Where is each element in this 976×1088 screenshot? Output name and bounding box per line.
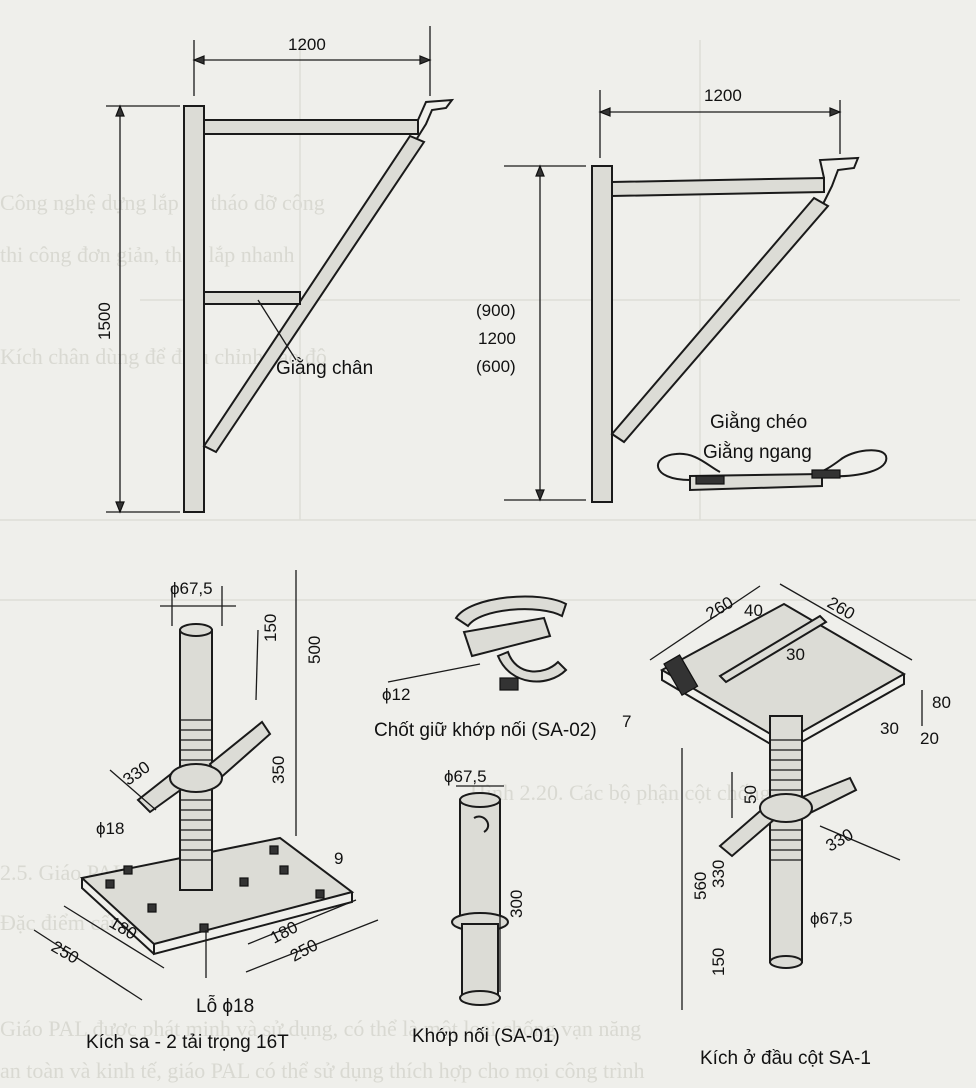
background-bleed: Công nghệ dựng lắp và tháo dỡ công thi c… xyxy=(0,40,976,1083)
label-giang-ngang: Giằng ngang xyxy=(703,441,812,463)
label-lo-phi18: Lỗ ϕ18 xyxy=(196,995,254,1017)
dim-head-50: 50 xyxy=(741,785,760,804)
dim-head-30b: 30 xyxy=(880,719,899,738)
dim-jack-250a: 250 xyxy=(48,937,82,968)
dim-jack-500: 500 xyxy=(305,636,324,664)
label-jack-base: Kích sa - 2 tải trọng 16T xyxy=(86,1032,289,1053)
dim-1200-a: 1200 xyxy=(288,35,326,54)
dim-jack-350: 350 xyxy=(269,756,288,784)
label-head-jack: Kích ở đầu cột SA-1 xyxy=(700,1048,871,1069)
bracket-2-dims: 1200 (900) 1200 (600) Giằng chéo Giằng n… xyxy=(476,86,842,502)
pin-sa02 xyxy=(454,595,568,691)
dim-600: (600) xyxy=(476,357,516,376)
bracket-1 xyxy=(183,98,455,513)
label-coupler: Khớp nối (SA-01) xyxy=(412,1026,560,1047)
dim-head-150: 150 xyxy=(709,948,728,976)
dim-jack-150: 150 xyxy=(261,614,280,642)
dim-coupler-phi: ϕ67,5 xyxy=(444,767,487,786)
dim-head-80: 80 xyxy=(932,693,951,712)
dim-head-40: 40 xyxy=(744,601,763,620)
dim-900: (900) xyxy=(476,301,516,320)
dim-head-30a: 30 xyxy=(786,645,805,664)
dim-jack-9: 9 xyxy=(334,849,343,868)
dim-jack-330: 330 xyxy=(119,757,153,789)
label-giang-chan: Giằng chân xyxy=(276,357,373,379)
dim-head-560: 560 xyxy=(691,872,710,900)
dim-jack-phi: ϕ67,5 xyxy=(170,579,213,598)
bg-line-7: Giáo PAL được phát minh và sử dụng, có t… xyxy=(0,1016,641,1041)
dim-head-330a: 330 xyxy=(709,860,728,888)
dim-jack-phi18: ϕ18 xyxy=(96,819,124,838)
bg-line-2: thi công đơn giản, tháo lắp nhanh xyxy=(0,242,295,267)
dim-1200-c: 1200 xyxy=(478,329,516,348)
dim-head-phi: ϕ67,5 xyxy=(810,909,853,928)
dim-pin-7: 7 xyxy=(622,712,631,731)
pin-dims: ϕ12 7 Chốt giữ khớp nối (SA-02) xyxy=(374,663,631,741)
coupler-sa01 xyxy=(451,792,509,1006)
label-giang-cheo: Giằng chéo xyxy=(710,411,807,433)
dim-coupler-300: 300 xyxy=(507,890,526,918)
brace-clip xyxy=(657,449,888,492)
head-jack xyxy=(659,602,907,969)
dim-1200-b: 1200 xyxy=(704,86,742,105)
jack-base xyxy=(79,623,355,956)
bg-line-4: Hình 2.20. Các bộ phận cột chống xyxy=(470,780,771,805)
bracket-2 xyxy=(591,156,860,503)
dim-head-20: 20 xyxy=(920,729,939,748)
bg-line-1: Công nghệ dựng lắp và tháo dỡ công xyxy=(0,190,325,215)
dim-1500: 1500 xyxy=(95,302,114,340)
jack-base-dims: ϕ67,5 150 500 350 330 ϕ18 9 180 250 180 … xyxy=(33,570,379,1053)
dim-head-260a: 260 xyxy=(703,593,737,624)
bg-line-8: an toàn và kinh tế, giáo PAL có thể sử d… xyxy=(0,1058,645,1083)
dim-head-260b: 260 xyxy=(824,593,858,624)
bracket-1-dims: 1200 1500 Giằng chân xyxy=(95,26,432,514)
dim-jack-250b: 250 xyxy=(287,935,321,965)
label-pin: Chốt giữ khớp nối (SA-02) xyxy=(374,720,597,741)
coupler-dims: ϕ67,5 300 Khớp nối (SA-01) xyxy=(412,767,560,1047)
dim-pin-phi12: ϕ12 xyxy=(382,685,410,704)
